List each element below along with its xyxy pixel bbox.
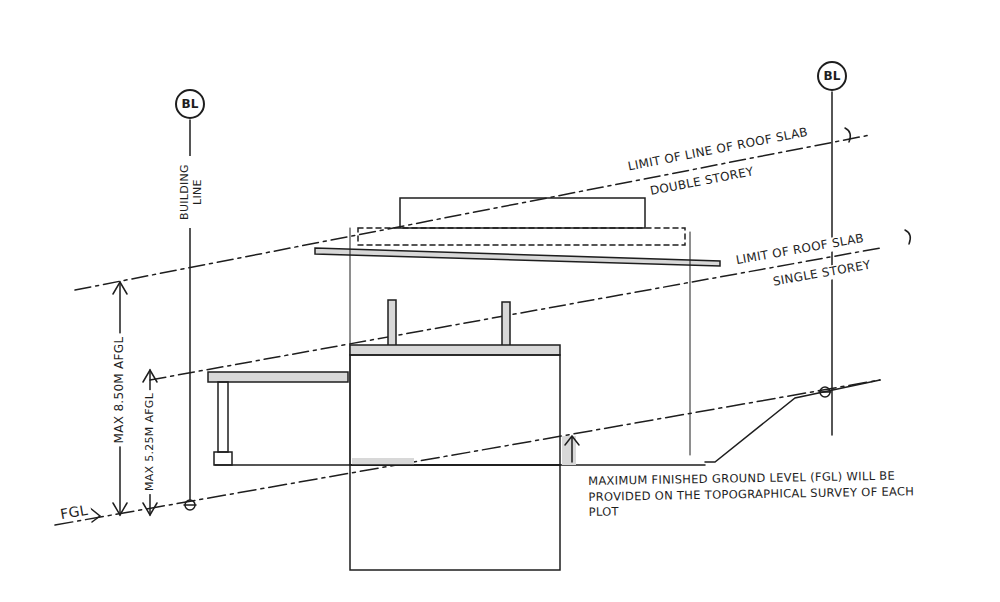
ground-hatch — [352, 458, 414, 465]
wall-line — [690, 232, 691, 455]
canopy-slab — [208, 372, 348, 382]
limit-label: DOUBLE STOREY — [646, 165, 758, 200]
note-text: MAXIMUM FINISHED GROUND LEVEL (FGL) WILL… — [585, 468, 932, 521]
level-marker — [184, 504, 196, 506]
floor-slab — [350, 345, 560, 355]
limit-tick — [845, 128, 850, 142]
terrain-line — [705, 380, 880, 462]
building-line-marker: BL — [175, 89, 205, 119]
single-storey-limit — [150, 248, 880, 380]
building-line-marker: BL — [817, 61, 847, 91]
parapet-post — [502, 302, 510, 346]
roof-slab-dashed — [358, 228, 685, 245]
level-arrow — [565, 436, 579, 462]
double-storey-limit — [75, 135, 870, 290]
marker-text: BL — [824, 70, 841, 82]
limit-label: SINGLE STOREY — [769, 258, 875, 290]
roof-slab — [315, 248, 720, 266]
dimension-label: MAX 8.50M AFGL — [113, 334, 127, 447]
dimension-arrow — [113, 282, 127, 515]
basement-box — [350, 465, 560, 570]
roof-parapet — [400, 198, 645, 228]
column-base — [214, 452, 232, 465]
building-line-label: BUILDING LINE — [179, 156, 204, 228]
parapet-post — [388, 300, 396, 346]
ground-floor-box — [350, 355, 560, 465]
dimension-arrow — [143, 370, 157, 515]
column — [218, 382, 228, 452]
marker-text: BL — [182, 98, 199, 110]
dimension-label: MAX 5.25M AFGL — [144, 390, 157, 494]
limit-tick — [905, 230, 910, 244]
limit-label: LIMIT OF LINE OF ROOF SLAB — [624, 125, 812, 175]
building-line — [831, 92, 833, 435]
